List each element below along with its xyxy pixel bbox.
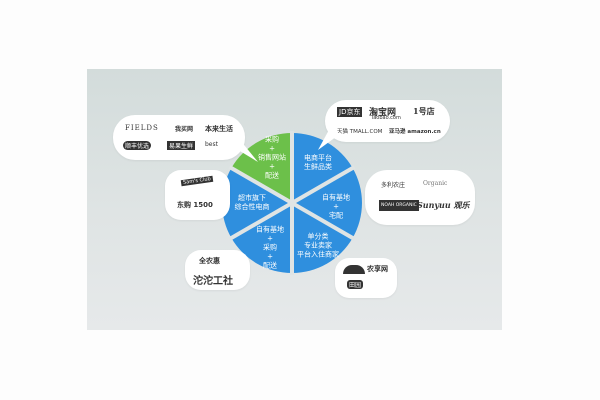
logo-sfbest: 顺丰优选: [123, 141, 152, 150]
slice-label-right: 自有基地+宅配: [322, 193, 350, 220]
logo-nongxiang: 农享网: [367, 265, 388, 273]
logo-arch: [343, 265, 365, 274]
logo-womai: 我买网: [175, 126, 194, 133]
slice-label-top-right: 电商平台生鲜品类: [304, 154, 332, 171]
logo-taobao: 淘宝网: [369, 108, 397, 118]
slice-left: [222, 168, 292, 238]
callout-tail-top-left: [230, 140, 258, 162]
callout-right: 多利农庄 Organic NOAH ORGANIC Sunyuu 观乐: [365, 170, 475, 225]
logo-fields: FIELDS: [125, 124, 159, 132]
callout-left: Sam's Club 东购 1500: [165, 170, 230, 220]
logo-tianyuan: 田园: [347, 280, 364, 289]
logo-noah-organic: NOAH ORGANIC: [379, 200, 419, 211]
slice-label-top-left: 采购+销售网站+配送: [258, 135, 286, 180]
logo-tuotuo: 沱沱工社: [193, 276, 233, 287]
logo-duoli: 多利农庄: [381, 182, 406, 189]
slice-label-left: 超市旗下综合性电商: [234, 194, 270, 211]
callout-top-right: JD京东 淘宝网 Taobao.com 1号店 天猫 TMALL.COM 亚马逊…: [325, 100, 450, 142]
logo-best: best: [205, 141, 218, 148]
slice-bottom-right: [292, 203, 353, 273]
callout-bottom-right: 农享网 田园: [335, 258, 397, 298]
callout-top-left: FIELDS 我买网 本来生活 顺丰优选 易果生鲜 best: [113, 115, 245, 160]
logo-taobao-url: Taobao.com: [371, 115, 401, 121]
logo-quannonghui: 全农惠: [199, 257, 220, 265]
logo-donggou: 东购 1500: [177, 201, 213, 209]
slice-top-right: [292, 133, 353, 203]
slice-right: [292, 168, 362, 238]
slice-label-bottom-right: 单分类专业卖家平台入住商家: [297, 232, 339, 259]
logo-tmall: 天猫 TMALL.COM: [337, 129, 383, 135]
logo-amazon: 亚马逊 amazon.cn: [389, 129, 441, 135]
logo-sunyuu: Sunyuu 观乐: [417, 200, 470, 210]
slice-label-bottom-left: 自有基地+采购+配送: [256, 225, 284, 270]
logo-sams-club: Sam's Club: [180, 175, 214, 187]
logo-yihaodian: 1号店: [413, 106, 435, 116]
logo-organic: Organic: [423, 180, 448, 187]
callout-tail-top-right: [318, 128, 340, 150]
logo-benlai: 本来生活: [205, 125, 233, 133]
callout-bottom-left: 全农惠 沱沱工社: [185, 250, 250, 290]
logo-jd: JD京东: [337, 107, 363, 117]
logo-yiguo: 易果生鲜: [167, 141, 196, 150]
